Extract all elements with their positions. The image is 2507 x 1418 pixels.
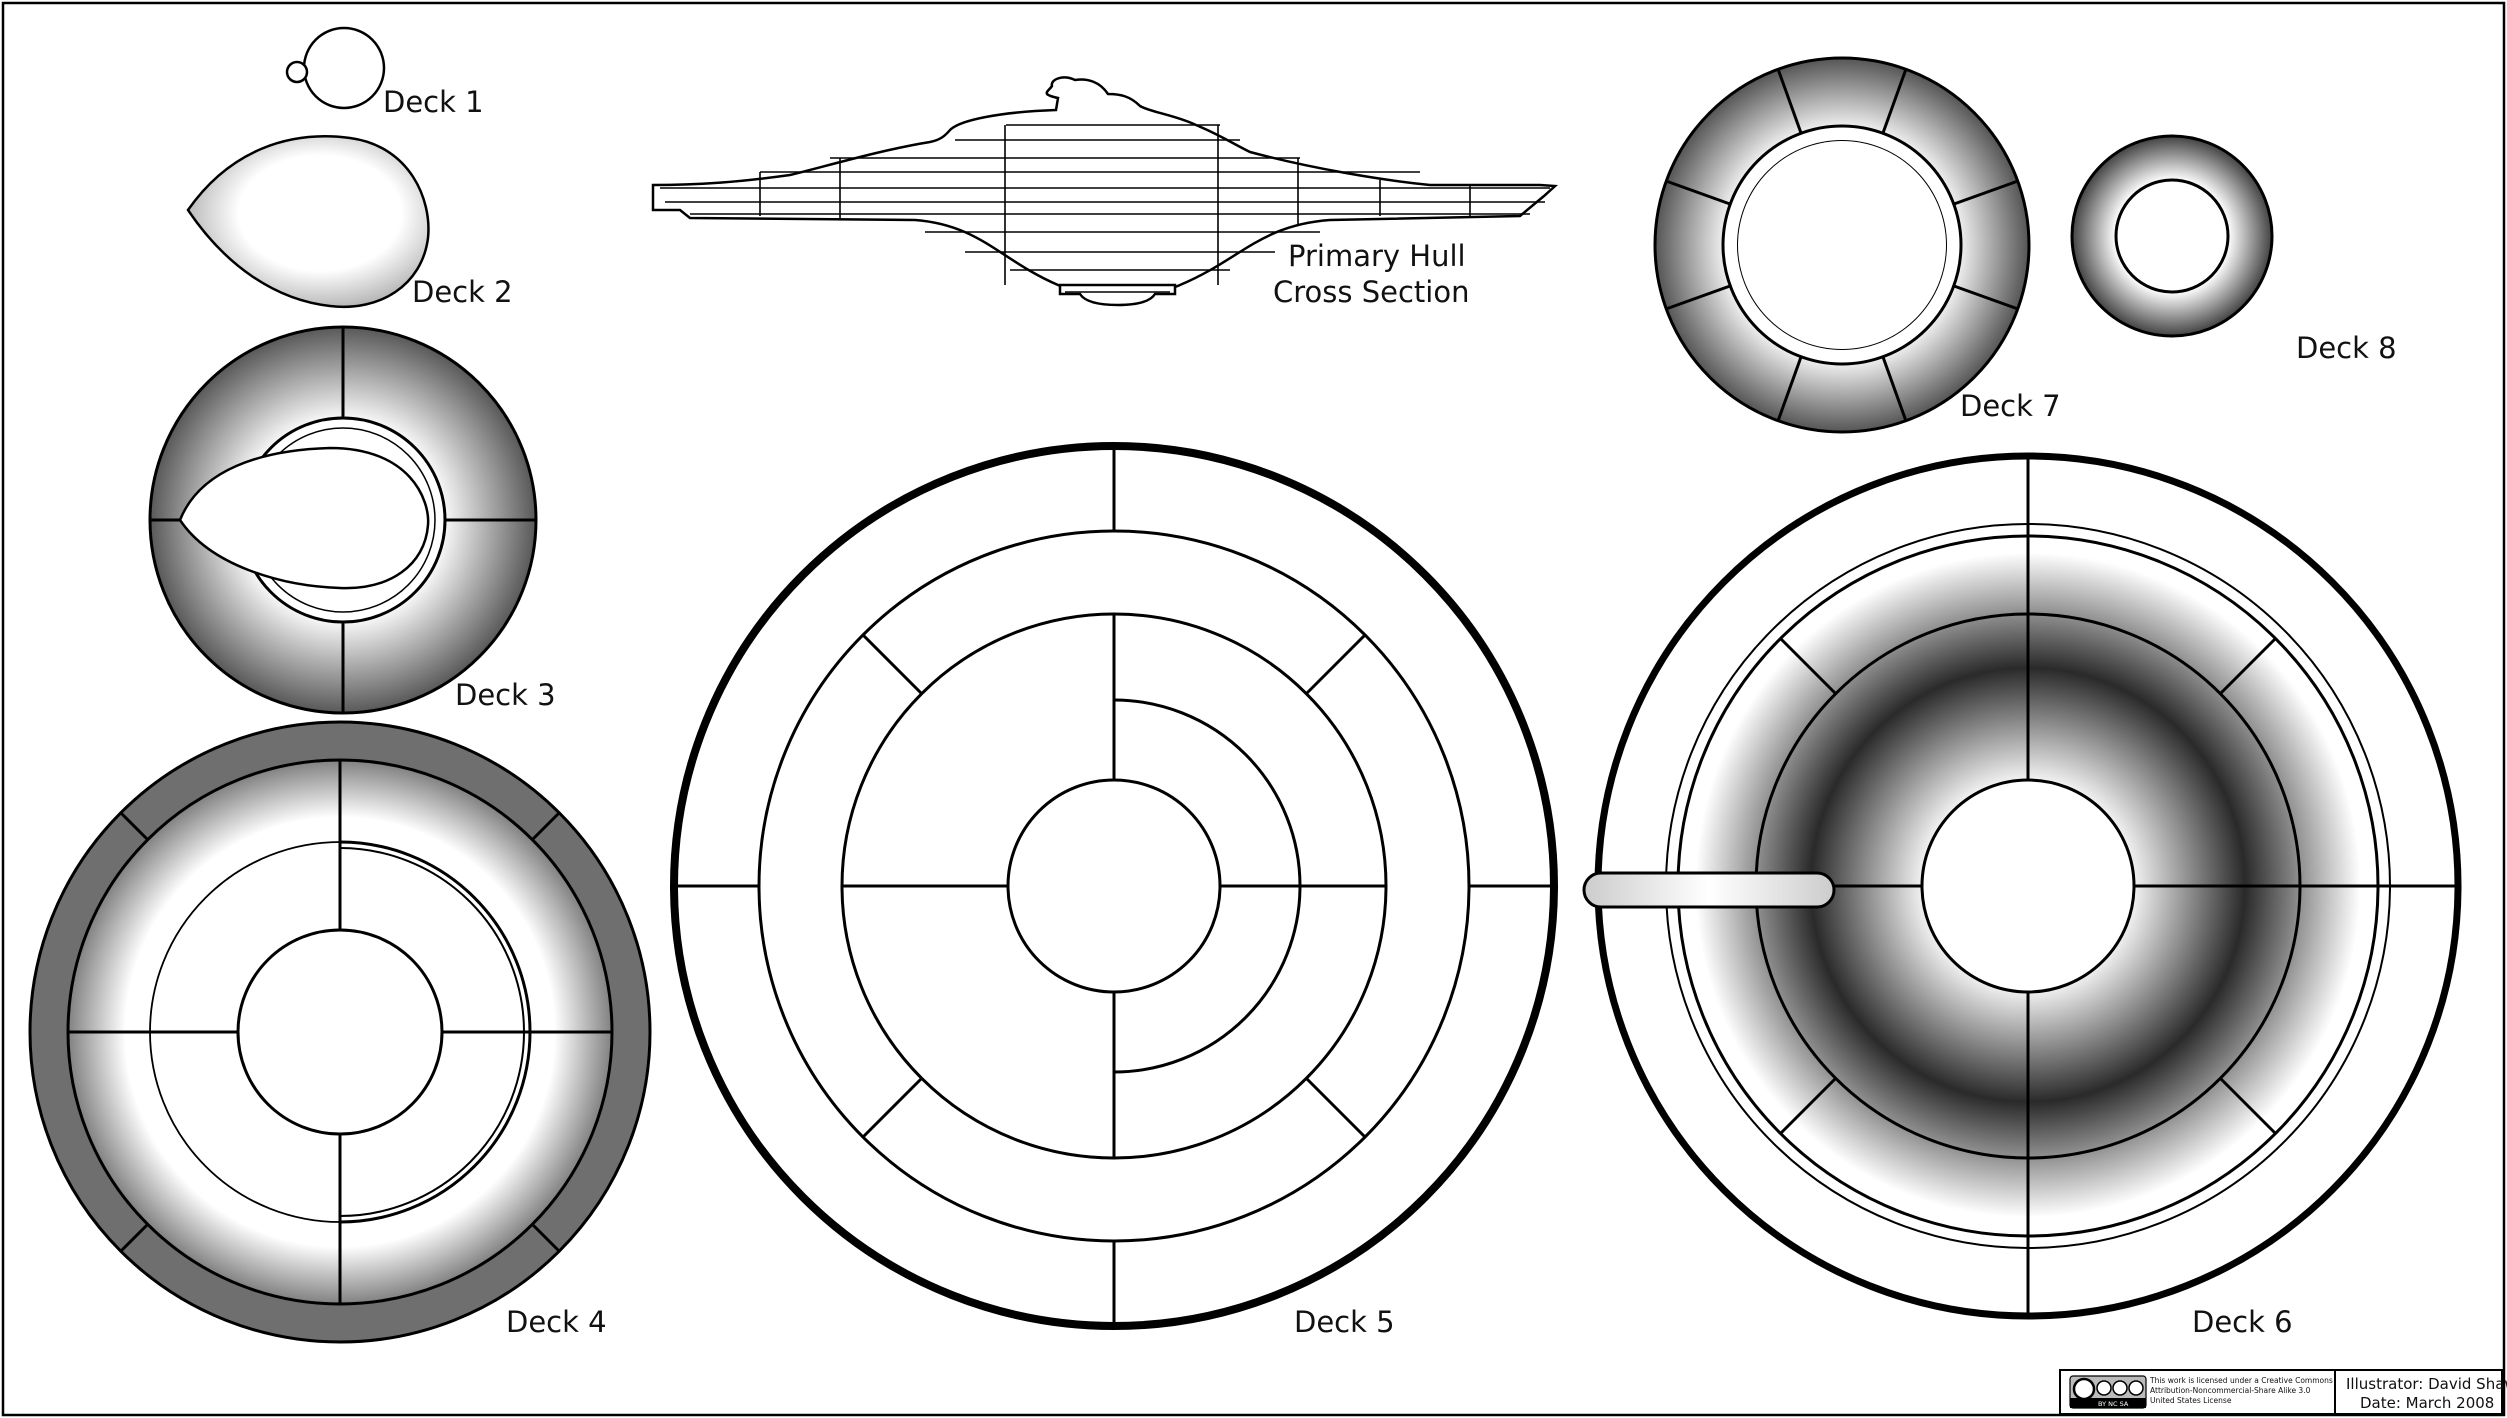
deck-7-plan: Deck 7 <box>1653 56 2061 434</box>
deck-8-label: Deck 8 <box>2296 331 2397 365</box>
deck-1-outline <box>302 26 386 110</box>
deck-4-plan: Deck 4 <box>28 720 652 1344</box>
deck-5-core <box>1006 778 1222 994</box>
deck-6-label: Deck 6 <box>2192 1305 2293 1339</box>
deck-7-div-2 <box>1881 68 1908 134</box>
deck-8-plan: Deck 8 <box>2070 134 2397 365</box>
license-text-line-3: United States License <box>2150 1396 2232 1405</box>
deck-4-arc-outer <box>339 840 532 1224</box>
deck-6-shuttle-corridor <box>1582 871 1836 909</box>
deck-3-shuttle-bay <box>178 446 430 590</box>
deck-5-label: Deck 5 <box>1294 1305 1395 1339</box>
deck-5-diag-ne <box>1304 633 1367 696</box>
deck-4-tick-nw <box>119 811 149 841</box>
by-icon <box>2096 1380 2112 1396</box>
deck-7-div-4 <box>1953 284 2019 311</box>
license-text-line-1: This work is licensed under a Creative C… <box>2149 1376 2333 1385</box>
deck-4-tick-sw <box>119 1223 149 1253</box>
deck-4-label: Deck 4 <box>506 1305 607 1339</box>
deck-5-diag-sw <box>861 1076 924 1139</box>
date-credit: Date: March 2008 <box>2360 1394 2494 1412</box>
deck-5-half-ring <box>1113 698 1302 1074</box>
deck-3-label: Deck 3 <box>455 678 556 712</box>
deck-7-core <box>1738 141 1946 349</box>
cc-badge-text: BY NC SA <box>2098 1400 2129 1408</box>
deck-6-diag-ne <box>2218 636 2278 696</box>
cc-license-badge: BY NC SA <box>2069 1375 2147 1409</box>
deck-6-diag-se <box>2218 1076 2278 1136</box>
deck-8-core <box>2114 178 2230 294</box>
deck-6-diag-nw <box>1778 636 1838 696</box>
hull-bottom-dome <box>1058 283 1177 307</box>
cc-logo-icon <box>2072 1377 2096 1401</box>
deck-2-plan: Deck 2 <box>186 135 513 309</box>
deck-7-div-5 <box>1881 356 1908 422</box>
deck-4-core <box>236 928 444 1136</box>
deck-3-plan: Deck 3 <box>148 325 556 715</box>
primary-hull-cross-section: Primary Hull Cross Section <box>651 76 1559 309</box>
deck-4-tick-se <box>531 1223 561 1253</box>
deck-1-plan: Deck 1 <box>285 26 484 119</box>
sa-icon <box>2128 1380 2144 1396</box>
deck-2-label: Deck 2 <box>412 275 513 309</box>
cc-badge-strip <box>2070 1398 2146 1408</box>
deck-4-arc-inner <box>339 847 525 1217</box>
nc-icon <box>2112 1380 2128 1396</box>
deck-4-tick-ne <box>531 811 561 841</box>
license-text-line-2: Attribution-Noncommercial-Share Alike 3.… <box>2150 1386 2311 1395</box>
deck-7-label: Deck 7 <box>1960 389 2061 423</box>
cross-section-title-line-2: Cross Section <box>1273 275 1469 309</box>
deck-7-div-3 <box>1953 179 2019 206</box>
deck-6-plan: Deck 6 <box>1582 452 2462 1339</box>
deck-6-core <box>1920 778 2136 994</box>
illustrator-credit: Illustrator: David Shaw <box>2346 1375 2507 1393</box>
deck-7-div-6 <box>1776 356 1803 422</box>
deck-5-diag-nw <box>861 633 924 696</box>
deck-7-div-7 <box>1665 284 1731 311</box>
deck-7-div-1 <box>1776 68 1803 134</box>
deck-1-hatch <box>285 60 309 84</box>
deck-6-diag-sw <box>1778 1076 1838 1136</box>
deck-5-plan: Deck 5 <box>670 442 1558 1339</box>
deck-5-diag-se <box>1304 1076 1367 1139</box>
deck-7-div-8 <box>1665 179 1731 206</box>
cross-section-title-line-1: Primary Hull <box>1288 239 1466 273</box>
title-block: BY NC SA This work is licensed under a C… <box>2059 1369 2507 1415</box>
deck-1-label: Deck 1 <box>383 85 484 119</box>
deck-2-outline <box>186 135 430 309</box>
